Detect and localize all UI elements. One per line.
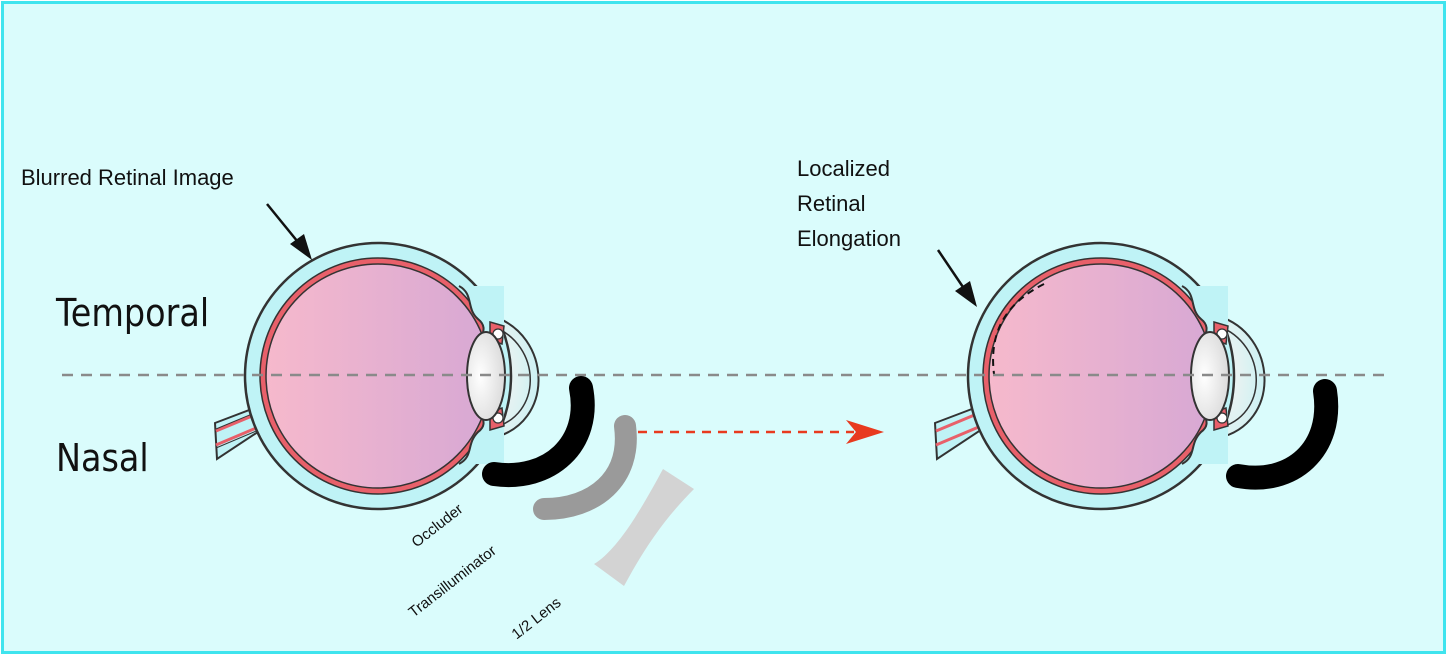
left-eye-icon xyxy=(213,241,540,511)
retinal-label: Retinal xyxy=(797,191,866,216)
occluder-icon-2 xyxy=(1226,379,1339,490)
half-lens-icon xyxy=(594,469,694,586)
nasal-label: Nasal xyxy=(56,436,149,480)
right-eye-icon xyxy=(933,241,1266,511)
localized-label: Localized xyxy=(797,156,890,181)
temporal-label: Temporal xyxy=(56,291,210,335)
pointer-arrow-icon-2 xyxy=(936,249,977,307)
elongation-label: Elongation xyxy=(797,226,901,251)
blurred-retinal-image-label: Blurred Retinal Image xyxy=(21,165,234,190)
diagram-svg xyxy=(62,203,1390,586)
occluder-icon xyxy=(482,376,595,488)
transilluminator-icon xyxy=(533,415,637,520)
pointer-arrow-icon xyxy=(266,203,312,260)
arrow-icon xyxy=(638,420,884,444)
